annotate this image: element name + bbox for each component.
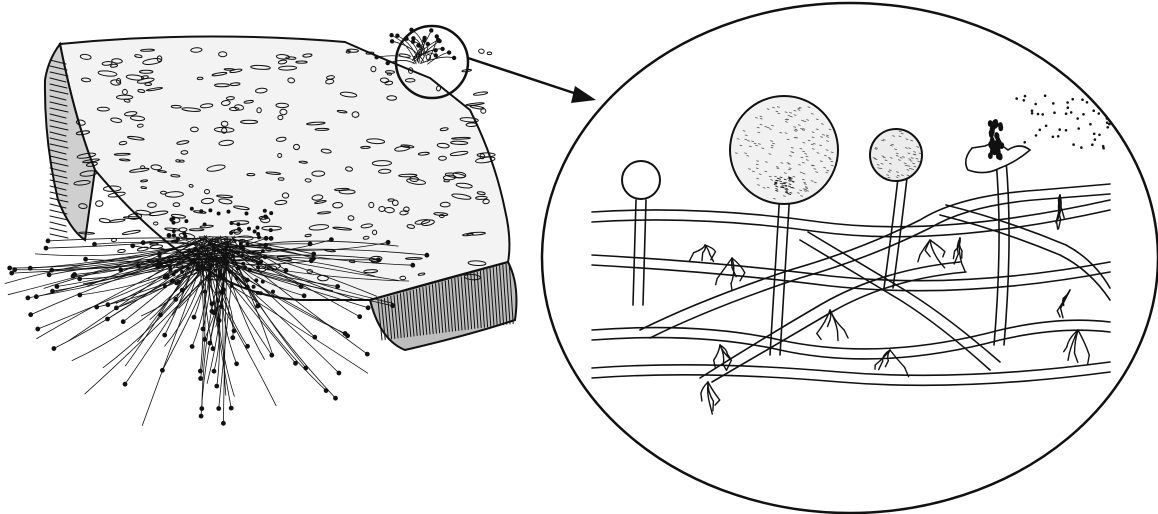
callout-arrow-icon	[468, 58, 596, 103]
magnified-view	[542, 3, 1158, 513]
sporangium-small	[622, 161, 660, 199]
